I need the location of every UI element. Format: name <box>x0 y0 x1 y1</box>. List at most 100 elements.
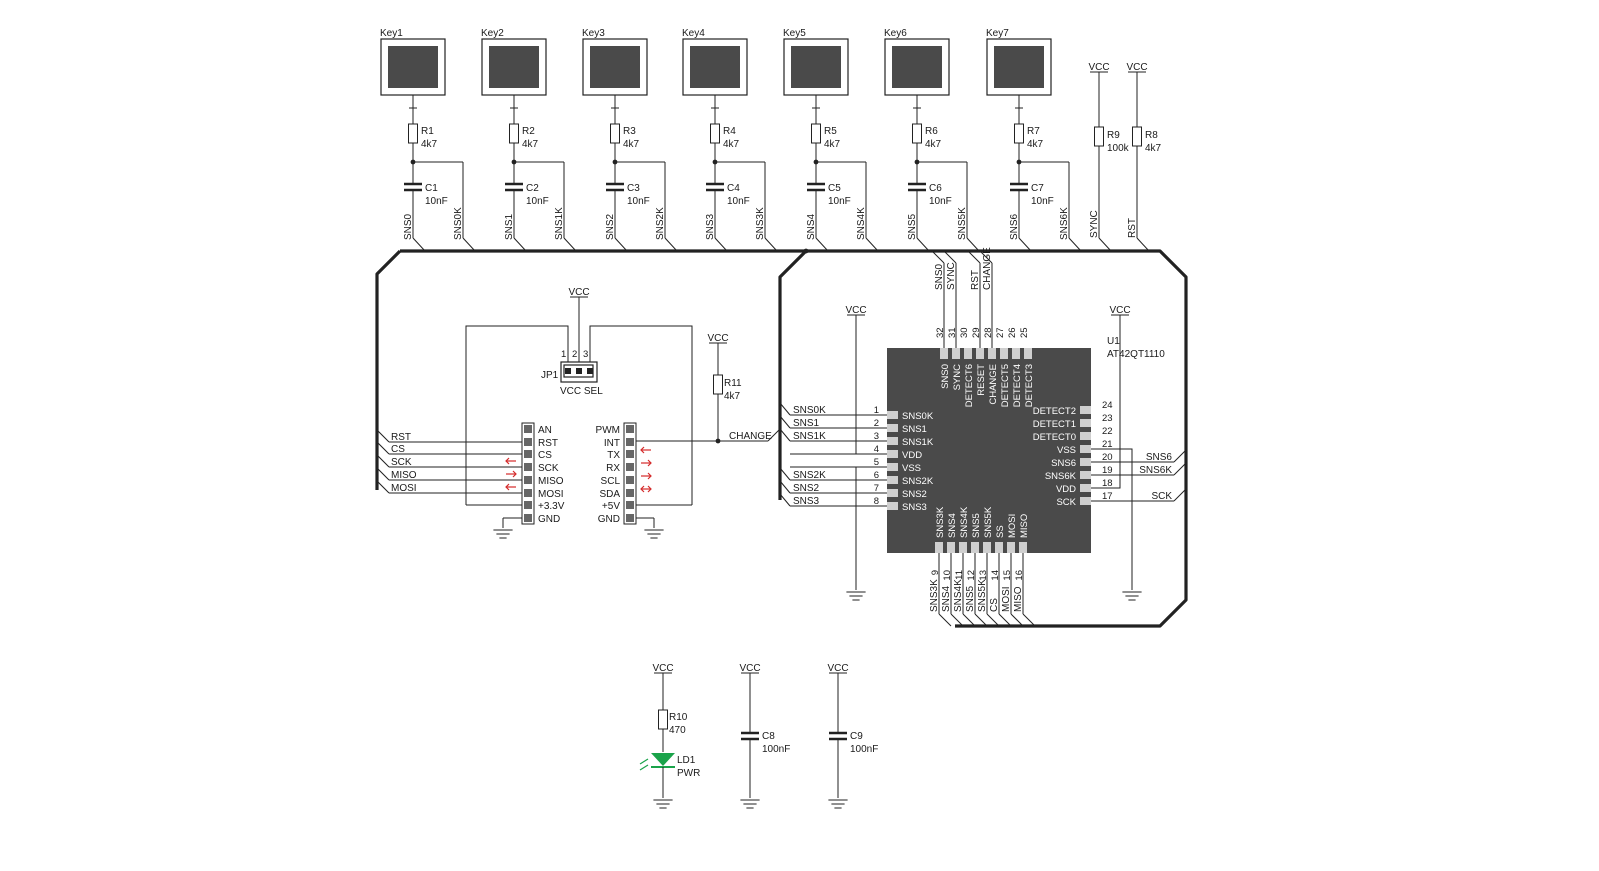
net-label: SCK <box>391 457 412 468</box>
header-pin <box>524 489 532 497</box>
key-label: Key5 <box>783 28 806 39</box>
resistor-ref: R7 <box>1027 126 1040 137</box>
arrow-head <box>647 472 652 480</box>
series-resistor <box>811 123 821 144</box>
ic-pin-pad <box>887 476 898 484</box>
bus-entry <box>376 454 390 468</box>
ic-vss-wire <box>855 466 886 590</box>
header-right-pin-label: SDA <box>599 489 620 500</box>
capacitor-value: 10nF <box>1031 196 1054 207</box>
net-label: SNS6K <box>1139 465 1172 476</box>
ic-pin-number: 10 <box>942 570 953 581</box>
ic-pin-pad <box>887 489 898 497</box>
ic-pin-number: 23 <box>1102 413 1113 424</box>
resistor-body <box>811 123 821 144</box>
ic-pin-name: DETECT0 <box>1033 432 1076 443</box>
bus-entry <box>714 237 728 252</box>
sense-capacitor <box>706 182 724 192</box>
series-resistor <box>1014 123 1024 144</box>
ic-pin-name: CHANGE <box>988 364 999 405</box>
capacitor-value: 10nF <box>425 196 448 207</box>
net-label: SNS5 <box>965 585 976 612</box>
ic-pin-name: SCK <box>1056 497 1076 508</box>
bus-entry <box>764 237 778 252</box>
resistor-value: 4k7 <box>824 139 841 150</box>
bus-entry <box>779 415 791 429</box>
net-label: MOSI <box>391 483 417 494</box>
net-label-sns: SNS0 <box>403 213 414 240</box>
ic-pin-pad <box>1080 458 1091 466</box>
ic-pin-name: SNS3 <box>902 502 927 513</box>
capacitor-ref: C4 <box>727 183 740 194</box>
key-label: Key6 <box>884 28 907 39</box>
capacitor-ref: C1 <box>425 183 438 194</box>
ground-symbol <box>493 529 513 539</box>
pullup-resistor <box>1132 126 1142 147</box>
ic-pin-name: VDD <box>1056 484 1076 495</box>
ic-pin-pad <box>1080 484 1091 492</box>
ic-pin-pad <box>1080 497 1091 505</box>
bus-entry <box>1173 488 1187 502</box>
ic-part-number: AT42QT1110 <box>1107 349 1165 360</box>
header-pin <box>626 425 634 433</box>
capacitor-ref: C7 <box>1031 183 1044 194</box>
ic-pin-number: 16 <box>1014 570 1025 581</box>
resistor-ref: R4 <box>723 126 736 137</box>
resistor-body <box>710 123 720 144</box>
net-label: SYNC <box>946 262 957 290</box>
rx-direction-arrow <box>641 472 652 480</box>
arrow-head <box>647 459 652 467</box>
bus-entry <box>865 237 879 252</box>
net-label: RST <box>970 270 981 290</box>
bus-entry <box>779 467 791 481</box>
net-label-snsk: SNS3K <box>755 207 766 240</box>
net-label: SNS3 <box>793 496 820 507</box>
header-left-pin-label: CS <box>538 450 552 461</box>
resistor-body <box>658 709 668 730</box>
vcc-label: VCC <box>739 663 760 674</box>
net-label: SYNC <box>1089 210 1100 238</box>
jumper-5v-wire <box>589 325 693 505</box>
bus-entry <box>1010 613 1024 627</box>
net-label: SNS4 <box>941 585 952 612</box>
net-label-snsk: SNS0K <box>453 207 464 240</box>
capacitor-ref: C2 <box>526 183 539 194</box>
ic-pin-name: SYNC <box>952 364 963 391</box>
bus-entry <box>1068 237 1082 252</box>
net-label: SNS5K <box>977 579 988 612</box>
net-label: SNS2K <box>793 470 826 481</box>
resistor-value: 4k7 <box>1027 139 1044 150</box>
ic-pin-pad <box>940 348 948 359</box>
ic-pin-pad <box>935 542 943 553</box>
ground-symbol <box>644 529 664 539</box>
ic-pin-number: 3 <box>874 431 879 442</box>
ic-vdd-wire <box>855 315 886 455</box>
c8-capacitor <box>741 731 759 741</box>
header-pin <box>524 463 532 471</box>
ic-pin-name: SNS4K <box>959 506 970 538</box>
ic-pin-number: 9 <box>930 570 941 575</box>
ic-pin-pad <box>1080 432 1091 440</box>
bus-entry <box>412 237 426 252</box>
ic-pin-number: 2 <box>874 418 879 429</box>
jumper-pin <box>587 368 593 374</box>
header-right-pin-label: TX <box>607 450 620 461</box>
net-label-sns: SNS1 <box>504 213 515 240</box>
ic-pin-pad <box>887 424 898 432</box>
bus-entry <box>950 613 964 627</box>
bus-entry <box>938 613 952 627</box>
capacitor-ref: C5 <box>828 183 841 194</box>
bus-entry <box>966 237 980 252</box>
touch-key-pad <box>690 46 740 88</box>
ic-pin-pad <box>964 348 972 359</box>
bus-entry <box>779 402 791 416</box>
net-label: CHANGE <box>982 247 993 290</box>
ic-pin-pad <box>887 463 898 471</box>
resistor-body <box>912 123 922 144</box>
net-label: SNS3K <box>929 579 940 612</box>
resistor-body <box>509 123 519 144</box>
resistor-body <box>1132 126 1142 147</box>
header-pin <box>626 514 634 522</box>
header-pin <box>524 501 532 509</box>
